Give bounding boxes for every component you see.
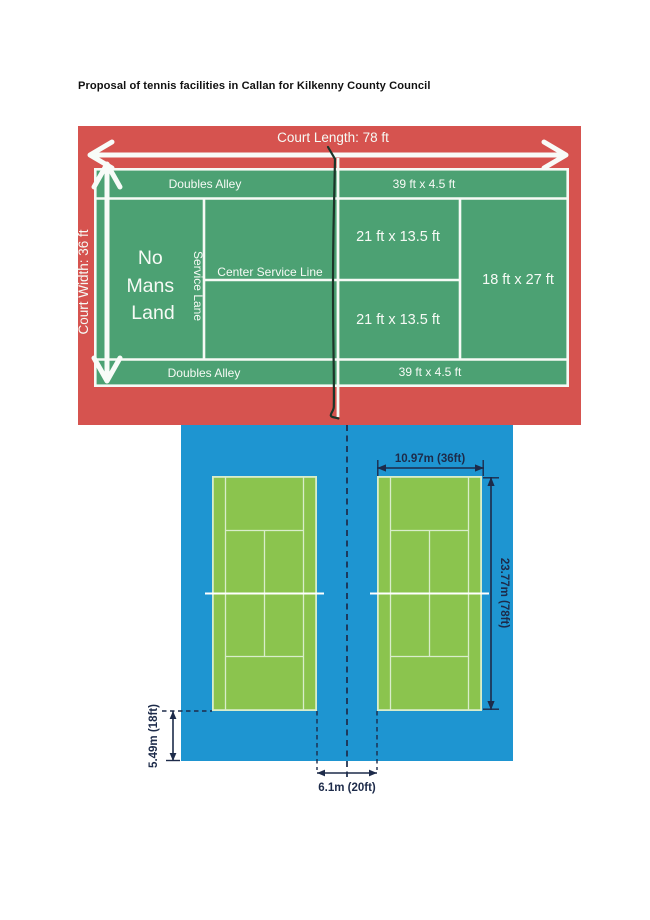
dashed-guides bbox=[162, 425, 378, 777]
court-length-label: Court Length: 78 ft bbox=[277, 130, 389, 145]
court-width-dimension-label: 10.97m (36ft) bbox=[395, 453, 465, 465]
service-lane-label: Service Lane bbox=[191, 251, 205, 321]
net-line bbox=[326, 145, 340, 420]
gap-dimension bbox=[317, 769, 377, 777]
doubles-alley-top-label: Doubles Alley bbox=[169, 177, 242, 191]
site-court-left bbox=[205, 476, 324, 711]
dimension-arrows bbox=[166, 460, 499, 777]
service-box-top-label: 21 ft x 13.5 ft bbox=[356, 229, 440, 245]
service-box-bottom-label: 21 ft x 13.5 ft bbox=[356, 312, 440, 328]
site-court-right bbox=[370, 476, 489, 711]
page-title: Proposal of tennis facilities in Callan … bbox=[78, 80, 431, 92]
site-plan-figure: 10.97m (36ft) 23.77m (78ft) 5.49m (18ft)… bbox=[148, 425, 513, 794]
site-courts bbox=[205, 476, 489, 711]
court-length-dimension bbox=[483, 477, 499, 710]
center-service-line-label: Center Service Line bbox=[217, 265, 323, 279]
court-lines bbox=[93, 158, 569, 417]
court-width-arrow bbox=[91, 161, 123, 384]
alley-dims-top-label: 39 ft x 4.5 ft bbox=[393, 177, 456, 191]
margin-dimension bbox=[166, 711, 180, 762]
alley-dims-bottom-label: 39 ft x 4.5 ft bbox=[399, 365, 462, 379]
no-mans-land-label: No Mans Land bbox=[126, 247, 179, 324]
court-width-label: Court Width: 36 ft bbox=[78, 229, 91, 334]
doubles-alley-bottom-label: Doubles Alley bbox=[168, 366, 241, 380]
backcourt-label: 18 ft x 27 ft bbox=[482, 272, 554, 288]
court-top-view-figure: Court Length: 78 ft Court Width: 36 ft D… bbox=[78, 126, 581, 425]
court-surface bbox=[94, 168, 569, 387]
court-length-dimension-label: 23.77m (78ft) bbox=[498, 558, 510, 628]
margin-dimension-label: 5.49m (18ft) bbox=[148, 704, 160, 768]
court-width-dimension bbox=[377, 460, 484, 476]
gap-dimension-label: 6.1m (20ft) bbox=[318, 782, 376, 794]
